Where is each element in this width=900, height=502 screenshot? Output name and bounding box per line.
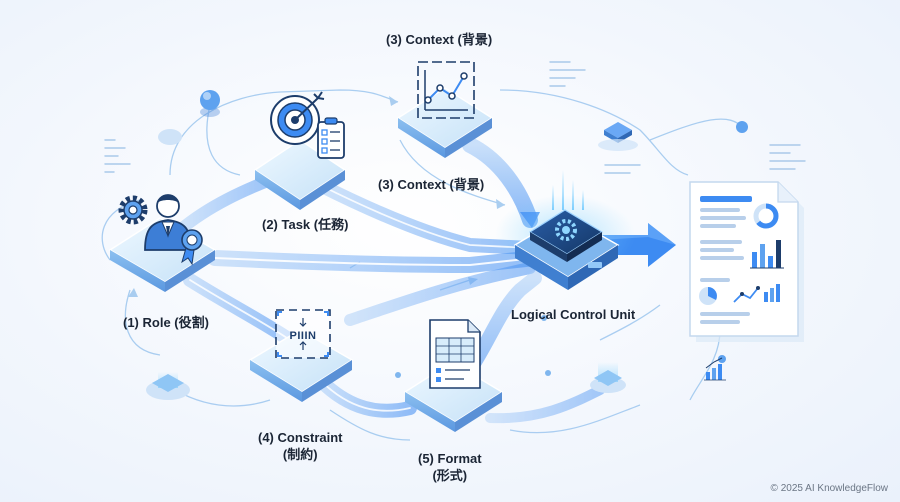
small-bar-chart-icon xyxy=(704,357,726,381)
decorative-orbs xyxy=(158,90,748,378)
label-constraint-line2: (制約) xyxy=(282,447,318,462)
label-context-top: (3) Context (背景) xyxy=(386,32,493,47)
target-icon xyxy=(270,91,325,145)
badge-icon xyxy=(181,229,203,266)
constraint-frame-icon: PIIIN xyxy=(275,309,331,359)
label-format-line2: (形式) xyxy=(432,468,468,483)
constraint-box-text: PIIIN xyxy=(290,330,317,342)
role-tile xyxy=(108,217,217,292)
copyright-footer: © 2025 AI KnowledgeFlow xyxy=(770,483,888,494)
label-context-mid: (3) Context (背景) xyxy=(378,177,485,192)
person-icon xyxy=(144,194,192,251)
pie-chart-icon xyxy=(699,287,717,305)
decorative-dashes xyxy=(104,61,806,174)
trend-line-icon xyxy=(733,286,760,303)
label-task: (2) Task (任務) xyxy=(262,217,349,232)
label-constraint-line1: (4) Constraint xyxy=(258,430,343,445)
label-format-line1: (5) Format xyxy=(418,451,482,466)
gear-icon xyxy=(118,195,148,225)
output-document xyxy=(689,181,804,342)
output-arrow xyxy=(600,223,676,267)
checklist-icon xyxy=(317,117,345,159)
small-platforms xyxy=(146,122,726,400)
donut-chart-icon xyxy=(753,203,779,229)
label-constraint: (4) Constraint (制約) xyxy=(258,429,343,463)
line-chart-icon xyxy=(417,61,475,119)
label-format: (5) Format (形式) xyxy=(418,450,482,484)
cpu-gear-icon xyxy=(555,219,577,241)
label-logical-control-unit: Logical Control Unit xyxy=(511,307,636,322)
table-document-icon xyxy=(429,319,481,389)
label-role: (1) Role (役割) xyxy=(123,315,209,330)
logical-control-unit xyxy=(495,170,635,290)
bar-chart-icon xyxy=(750,240,784,269)
mini-bar-chart-icon xyxy=(764,284,780,302)
